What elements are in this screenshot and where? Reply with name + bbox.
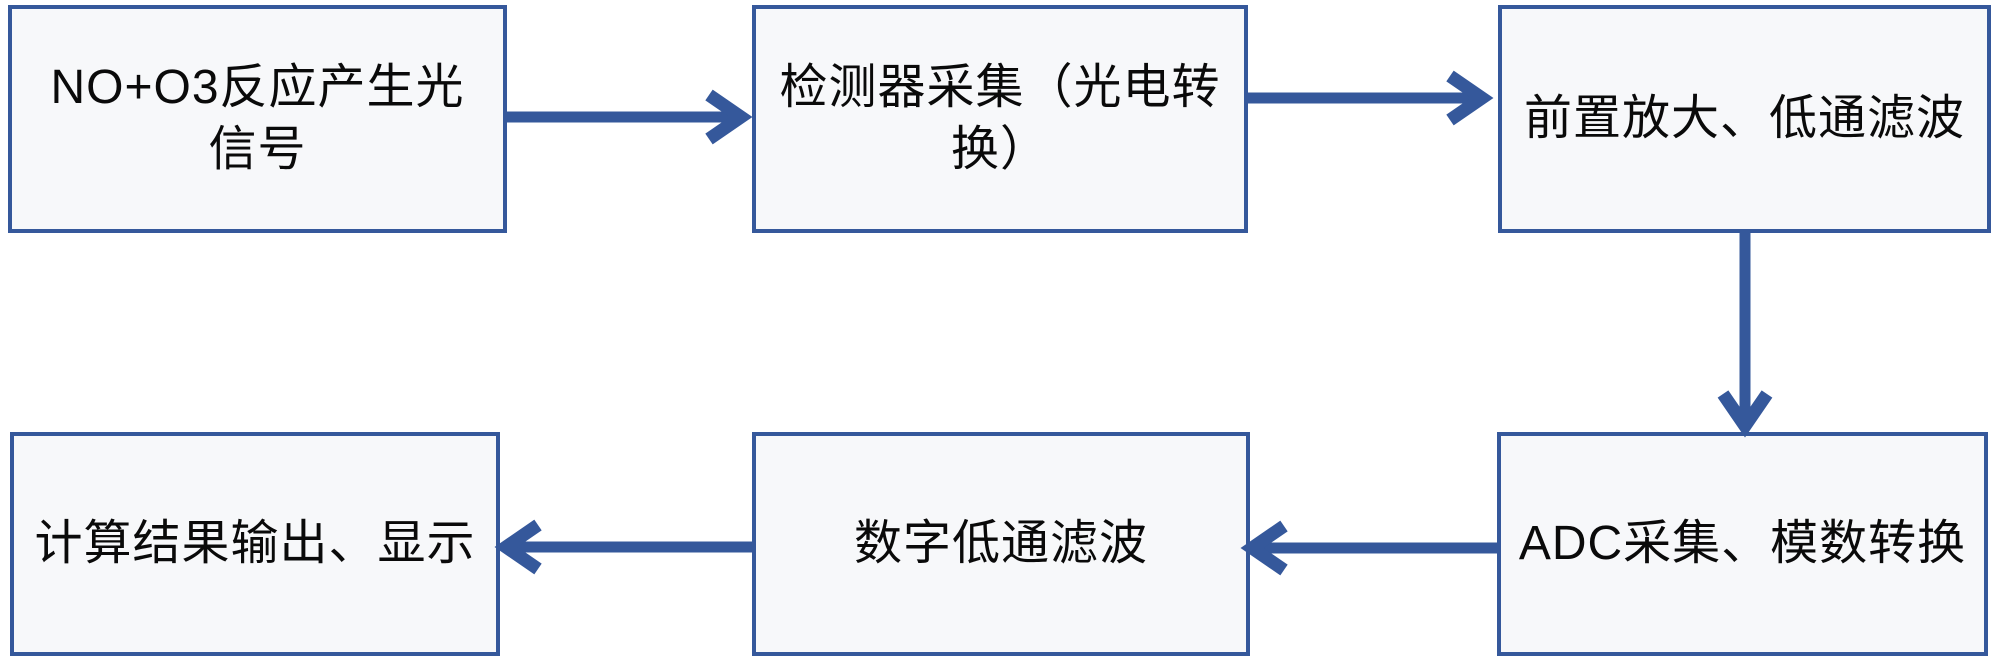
flow-step-reaction: NO+O3反应产生光 信号 (8, 5, 507, 233)
flow-step-preamp: 前置放大、低通滤波 (1498, 5, 1991, 233)
flow-step-digital-filter-line-1: 数字低通滤波 (853, 516, 1148, 570)
flow-step-adc-line-1: ADC采集、模数转换 (1518, 516, 1967, 570)
flow-step-detector-label: 检测器采集（光电转 换） (769, 57, 1230, 182)
flow-step-detector: 检测器采集（光电转 换） (752, 5, 1248, 233)
flow-step-digital-filter-label: 数字低通滤波 (844, 513, 1158, 575)
flow-step-output-line-1: 计算结果输出、显示 (34, 516, 476, 570)
arrow-digital-filter-to-output-icon (494, 519, 753, 575)
arrow-reaction-to-detector-icon (505, 89, 753, 145)
arrow-head-down-icon (1717, 390, 1773, 438)
arrow-preamp-to-adc-icon (1717, 231, 1773, 438)
flow-step-preamp-line-1: 前置放大、低通滤波 (1523, 91, 1965, 145)
arrow-detector-to-preamp-icon (1248, 70, 1494, 126)
flow-step-detector-line-1: 检测器采集（光电转 (779, 60, 1221, 114)
flow-step-digital-filter: 数字低通滤波 (752, 432, 1250, 656)
arrow-head-left-icon (1240, 520, 1288, 576)
arrow-adc-to-digital-filter-icon (1240, 520, 1498, 576)
flow-step-preamp-label: 前置放大、低通滤波 (1514, 88, 1975, 150)
flow-step-detector-line-2: 换） (950, 123, 1049, 176)
flow-step-adc: ADC采集、模数转换 (1497, 432, 1988, 656)
arrow-head-right-icon (705, 89, 753, 145)
flow-step-reaction-label: NO+O3反应产生光 信号 (40, 57, 474, 182)
flow-step-adc-label: ADC采集、模数转换 (1509, 513, 1976, 575)
flow-step-output-label: 计算结果输出、显示 (24, 513, 485, 575)
arrow-head-right-icon (1446, 70, 1494, 126)
flow-step-output: 计算结果输出、显示 (10, 432, 500, 656)
flow-step-reaction-line-1: NO+O3反应产生光 (50, 60, 465, 114)
arrow-head-left-icon (494, 519, 542, 575)
flow-step-reaction-line-2: 信号 (208, 123, 307, 176)
